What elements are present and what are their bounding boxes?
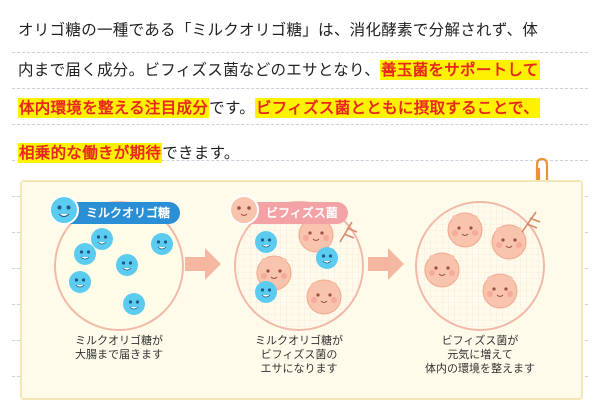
caption-line: エサになります [260,362,338,375]
caption-line: 元気に増えて [447,348,513,361]
caption-step-2: ミルクオリゴ糖が ビフィズス菌の エサになります [224,334,374,376]
highlight-text: 善玉菌をサポートして [380,60,540,80]
oligo-tag-label: ミルクオリゴ糖 [86,206,171,220]
bifidus-face-icon [229,195,259,225]
highlight-text: ビフィズス菌とともに摂取することで、 [255,98,541,118]
highlight-text: 体内環境を整える注目成分 [18,98,210,118]
paragraph-line-4: 相乗的な働きが期待できます。 [18,143,588,163]
caption-line: 体内の環境を整えます [425,362,535,375]
text-run: です。 [209,99,255,117]
caption-line: ビフィズス菌が [441,334,519,347]
highlight-text: 相乗的な働きが期待 [18,143,163,163]
caption-line: ミルクオリゴ糖が [75,334,163,347]
diagram-illustration [54,201,545,331]
caption-line: ビフィズス菌の [260,348,338,361]
paragraph-line-3: 体内環境を整える注目成分です。ビフィズス菌とともに摂取することで、 [18,98,588,118]
bifidus-tag-label: ビフィズス菌 [266,206,338,220]
caption-step-3: ビフィズス菌が 元気に増えて 体内の環境を整えます [405,334,555,376]
intestine-circle-2 [234,201,364,331]
arrow-right-icon [368,248,404,280]
caption-line: ミルクオリゴ糖が [255,334,343,347]
oligo-tag: ミルクオリゴ糖 [49,195,181,225]
ruled-line [12,52,588,53]
text-run: できます。 [162,144,240,162]
ruled-line [12,124,588,125]
bifidus-tag: ビフィズス菌 [229,195,348,225]
arrow-right-icon [185,248,221,280]
intestine-circle-3 [415,201,545,331]
paragraph-line-1: オリゴ糖の一種である「ミルクオリゴ糖」は、消化酵素で分解されず、体 [18,20,588,40]
caption-line: 大腸まで届きます [75,348,163,361]
ruled-line [12,88,588,89]
oligo-face-icon [49,195,79,225]
ruled-line [12,160,588,161]
text-run: オリゴ糖の一種である「ミルクオリゴ糖」は、消化酵素で分解されず、体 [18,21,539,39]
text-run: 内まで届く成分。ビフィズス菌などのエサとなり、 [18,61,381,79]
caption-step-1: ミルクオリゴ糖が 大腸まで届きます [44,334,194,362]
paragraph-line-2: 内まで届く成分。ビフィズス菌などのエサとなり、善玉菌をサポートして [18,60,588,80]
diagram-panel: ミルクオリゴ糖 ビフィズス菌 ミルクオリゴ糖が 大腸まで届きます ミルクオリゴ糖… [20,180,583,400]
